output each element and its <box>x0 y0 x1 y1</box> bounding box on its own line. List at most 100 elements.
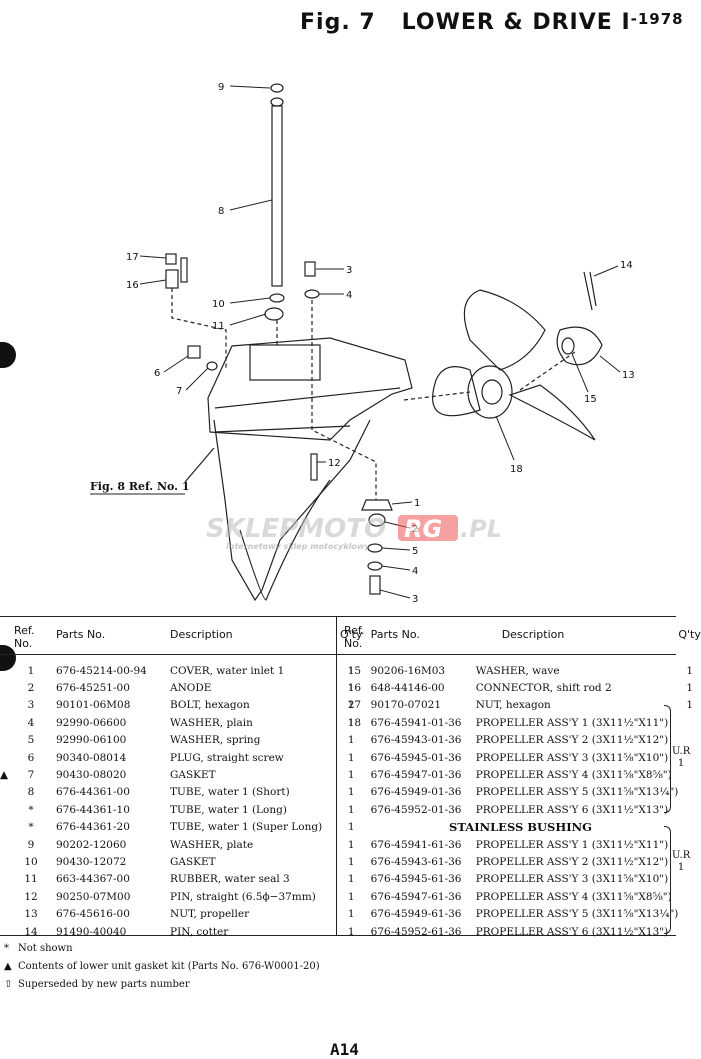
row-part-no: 676-44361-00 <box>56 786 130 799</box>
callout-line <box>163 355 189 373</box>
callout-number: 14 <box>620 260 633 271</box>
footnote-symbol: ▲ <box>4 961 12 972</box>
callout-line <box>229 199 273 211</box>
row-description: PLUG, straight screw <box>170 751 284 764</box>
row-qty: 1 <box>347 803 355 816</box>
row-ref-no <box>340 836 365 853</box>
row-mark: ▲ <box>0 769 9 782</box>
row-mark <box>0 732 10 749</box>
row-qty: 1 <box>347 751 355 764</box>
row-description: PROPELLER ASS'Y 5 (3X11⅝"X13¼") <box>475 786 679 799</box>
row-description: WASHER, plain <box>170 716 253 729</box>
watermark-tld: .PL <box>460 515 502 543</box>
row-mark <box>0 679 10 696</box>
row-ref-no: 8 <box>27 786 35 799</box>
callout-number: 8 <box>218 206 224 217</box>
callout-number: 6 <box>154 368 160 379</box>
row-description: TUBE, water 1 (Long) <box>170 803 287 816</box>
watermark-brand: SKLEPMOTO <box>206 514 386 544</box>
row-description: RUBBER, water seal 3 <box>170 873 290 886</box>
row-description: PROPELLER ASS'Y 6 (3X11½"X13") <box>475 803 669 816</box>
row-qty: 1 <box>686 664 694 677</box>
row-ref-no <box>340 766 365 783</box>
row-ref-no <box>340 732 365 749</box>
row-mark <box>0 819 10 836</box>
row-part-no: 90430-12072 <box>56 855 127 868</box>
row-description: TUBE, water 1 (Super Long) <box>170 821 323 834</box>
watermark: SKLEPMOTO RG .PL internetowy sklep motoc… <box>206 514 502 551</box>
row-part-no: 676-45941-01-36 <box>370 716 462 729</box>
row-ref-no <box>340 888 365 905</box>
water-pump-area <box>249 344 321 381</box>
washer-plate-part <box>270 83 284 93</box>
row-ref-no <box>340 923 365 940</box>
row-part-no: 676-44361-20 <box>56 821 130 834</box>
callout-line <box>229 297 271 304</box>
row-ref-no: 5 <box>27 734 35 747</box>
row-mark <box>0 749 10 766</box>
straight-pin-part <box>310 453 318 481</box>
callout-number: 15 <box>584 394 597 405</box>
row-ref-no: 7 <box>27 769 35 782</box>
header-qty: Q'ty <box>340 628 363 641</box>
page-number: A14 <box>330 1040 359 1059</box>
row-ref-no <box>340 871 365 888</box>
group-bracket <box>664 705 671 813</box>
row-part-no: 90250-07M00 <box>56 890 131 903</box>
row-ref-no <box>340 801 365 818</box>
guide-line <box>403 391 471 401</box>
row-ref-no: 1 <box>27 664 35 677</box>
row-ref-no: 16 <box>347 682 362 695</box>
row-part-no: 90340-08014 <box>56 751 127 764</box>
row-ref-no: 15 <box>347 664 362 677</box>
row-description: TUBE, water 1 (Short) <box>170 786 290 799</box>
row-qty: 2 <box>347 699 355 712</box>
row-part-no: 90202-12060 <box>56 838 127 851</box>
callout-number: 11 <box>212 321 225 332</box>
callout-number: 5 <box>412 546 418 557</box>
tube-top-part <box>270 97 284 107</box>
row-ref-no: 18 <box>347 716 362 729</box>
callout-number: 9 <box>218 82 224 93</box>
footnote-symbol: ⇧ <box>4 979 13 990</box>
row-part-no: 676-45941-61-36 <box>370 838 462 851</box>
row-qty: 1 <box>347 734 355 747</box>
row-description: PROPELLER ASS'Y 6 (3X11½"X13") <box>475 925 669 938</box>
row-ref-no: 13 <box>24 908 38 921</box>
footnote-item: ⇧Superseded by new parts number <box>4 976 320 994</box>
row-mark <box>0 697 10 714</box>
housing-plate-line <box>214 387 401 409</box>
callout-number: 12 <box>328 458 341 469</box>
section-heading-row: STAINLESS BUSHING <box>340 819 701 836</box>
callout-number: 13 <box>622 370 635 381</box>
row-part-no: 676-45616-00 <box>56 908 130 921</box>
callout-number: 1 <box>414 498 420 509</box>
row-qty: 1 <box>347 682 355 695</box>
row-qty: 1 <box>347 838 355 851</box>
row-part-no: 676-45943-01-36 <box>370 734 462 747</box>
row-description: NUT, hexagon <box>475 699 551 712</box>
header-qty: Q'ty <box>678 628 701 641</box>
callout-line <box>185 367 209 391</box>
propeller-hub-part <box>467 365 513 419</box>
connector-part <box>165 269 179 289</box>
row-part-no: 676-45947-01-36 <box>370 769 462 782</box>
row-mark <box>0 836 10 853</box>
propeller-blade-part <box>463 289 546 371</box>
row-part-no: 92990-06600 <box>56 716 127 729</box>
row-ref-no: 10 <box>24 855 38 868</box>
table-header-row: Ref. No. Parts No. Description Q'ty <box>0 620 363 662</box>
table-top-rule <box>0 616 676 617</box>
footnote-symbol: * <box>4 943 9 954</box>
